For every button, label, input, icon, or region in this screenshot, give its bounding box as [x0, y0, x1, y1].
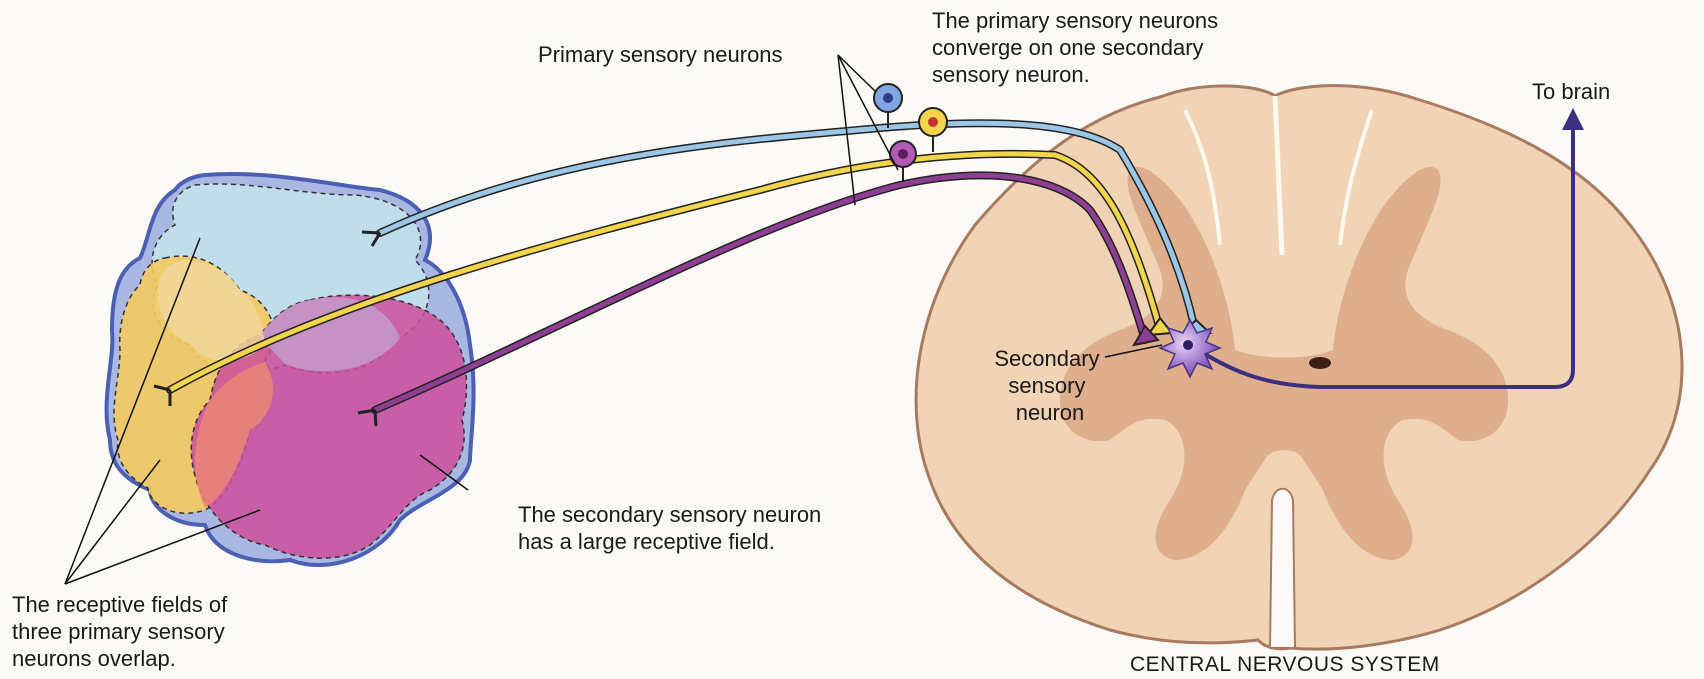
label-large-field-line-1: The secondary sensory neuron [518, 502, 821, 527]
label-converge: The primary sensory neurons converge on … [932, 8, 1224, 87]
label-large-field: The secondary sensory neuron has a large… [518, 502, 827, 554]
leader-primary-to-blue [838, 55, 876, 92]
label-to-brain: To brain [1532, 79, 1610, 104]
label-primary-neurons: Primary sensory neurons [538, 42, 783, 67]
anterior-median-fissure [1270, 489, 1295, 648]
label-converge-line-3: sensory neuron. [932, 62, 1090, 87]
label-converge-line-1: The primary sensory neurons [932, 8, 1218, 33]
label-overlap-line-2: three primary sensory [12, 619, 225, 644]
receptive-fields [107, 174, 474, 565]
label-cns: CENTRAL NERVOUS SYSTEM [1130, 653, 1440, 676]
label-overlap-line-1: The receptive fields of [12, 592, 228, 617]
label-overlap: The receptive fields of three primary se… [12, 592, 233, 671]
central-canal [1309, 357, 1331, 369]
label-overlap-line-3: neurons overlap. [12, 646, 176, 671]
label-large-field-line-2: has a large receptive field. [518, 529, 775, 554]
to-brain-arrowhead [1562, 108, 1584, 130]
label-secondary-line-3: neuron [1016, 400, 1085, 425]
label-secondary-line-2: sensory [1008, 373, 1085, 398]
secondary-neuron-nucleus [1183, 340, 1193, 350]
label-converge-line-2: converge on one secondary [932, 35, 1204, 60]
label-secondary-line-1: Secondary [994, 346, 1099, 371]
